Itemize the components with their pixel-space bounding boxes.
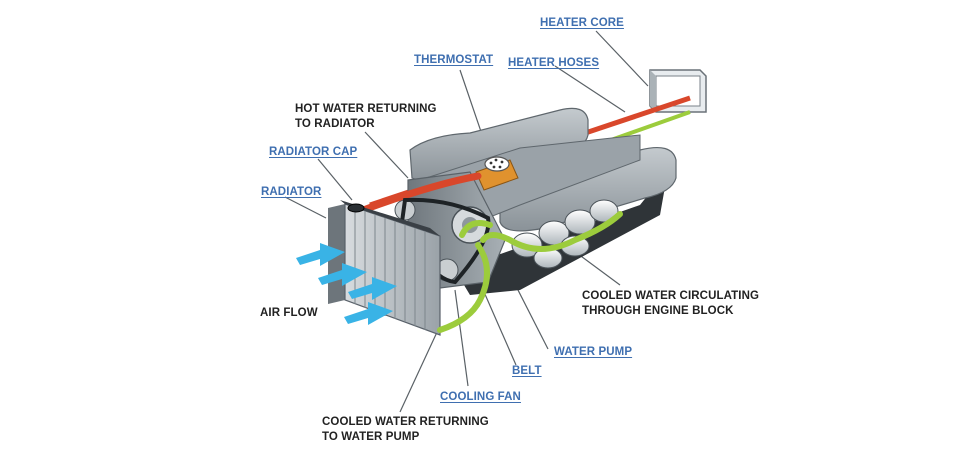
label-thermostat[interactable]: THERMOSTAT (414, 54, 494, 66)
radiator-cap (347, 203, 365, 213)
label-air-flow: AIR FLOW (260, 307, 318, 319)
block-coolant-path (480, 211, 623, 252)
label-water-pump[interactable]: WATER PUMP (554, 346, 633, 358)
heater-core (649, 69, 707, 113)
label-radiator-cap[interactable]: RADIATOR CAP (269, 146, 358, 158)
label-hot-water-returning: HOT WATER RETURNING TO RADIATOR (295, 103, 437, 130)
thermostat (475, 156, 519, 191)
label-radiator[interactable]: RADIATOR (261, 186, 322, 198)
label-cooled-water-returning: COOLED WATER RETURNING TO WATER PUMP (322, 416, 489, 443)
air-flow-arrows (296, 243, 397, 325)
lower-radiator-hose (437, 242, 490, 333)
engine-block (394, 107, 677, 295)
label-belt[interactable]: BELT (512, 365, 542, 377)
label-cooling-fan[interactable]: COOLING FAN (440, 391, 521, 403)
label-heater-core[interactable]: HEATER CORE (540, 17, 624, 29)
label-heater-hoses[interactable]: HEATER HOSES (508, 57, 600, 69)
upper-radiator-hose (354, 172, 482, 216)
label-cooled-water-circulating: COOLED WATER CIRCULATING THROUGH ENGINE … (582, 290, 760, 317)
pump-coolant-path (459, 220, 493, 238)
